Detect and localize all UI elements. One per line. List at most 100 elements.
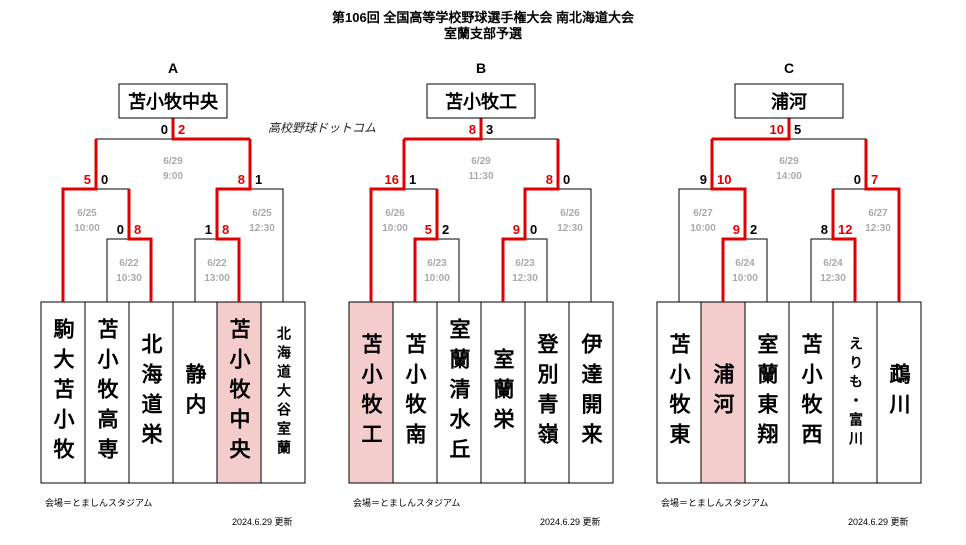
bracket-b-line-semi-l [370,188,438,302]
bracket-b-r1-score-left: 9 [513,222,520,237]
bracket-c-win-path [710,139,747,302]
bracket-a-team-name: 駒大苫小牧 [51,317,75,468]
bracket-c-team-name: 室蘭東翔 [755,332,779,453]
bracket-c-team-cell: 苫小牧東 [657,302,701,483]
bracket-c-champion-box [734,83,844,119]
bracket-b-team-cell: 苫小牧工 [349,302,393,483]
bracket-b-team-cell: 室蘭栄 [481,302,525,483]
bracket-a-r1-time: 13:00 [204,273,230,284]
bracket-b-line-semi-r [524,188,592,302]
bracket-b-r1-date: 6/23 [515,258,535,269]
bracket-b-champion-box [426,83,536,119]
bracket-b-team-box [480,301,526,484]
site-logo: 高校野球ドットコム [268,121,376,135]
bracket-c-semi-l-score-left: 9 [700,172,707,187]
bracket-a-final-date: 6/29 [163,156,183,167]
bracket-b-l1-time: 10:00 [424,273,450,284]
bracket-c-team-box [876,301,922,484]
bracket-a-team-cell: 北海道栄 [129,302,173,483]
venue-b: 会場＝とましんスタジアム [353,498,461,508]
bracket-b-win-path [369,139,406,302]
updated-c: 2024.6.29 更新 [848,517,909,527]
bracket-c-final-score-right: 5 [794,122,801,137]
bracket-a-semi-r-time: 12:30 [249,223,275,234]
bracket-c-line-r1 [810,238,856,302]
bracket-c-r1-date: 6/24 [823,258,843,269]
bracket-a-team-cell: 駒大苫小牧 [41,302,85,483]
bracket-c-r1-score-right: 12 [838,222,852,237]
bracket-a-r1-score-right: 8 [222,222,229,237]
bracket-a-semi-l-time: 10:00 [74,223,100,234]
bracket-b-team-box [524,301,570,484]
bracket-b-win-path-l1 [413,189,439,302]
bracket-b-semi-r-score-right: 0 [563,172,570,187]
bracket-a-semi-r-score-right: 1 [255,172,262,187]
page-title: 第106回 全国高等学校野球選手権大会 南北海道大会 [332,10,634,25]
bracket-b-semi-r-score-left: 8 [546,172,553,187]
bracket-b-l1-score-left: 5 [425,222,432,237]
bracket-b-final-score-right: 3 [486,122,493,137]
bracket-c-team-box [656,301,702,484]
bracket-c-final-date: 6/29 [779,156,799,167]
bracket-a-win-path-final [171,118,250,141]
bracket-b-team-cell: 苫小牧南 [393,302,437,483]
bracket-a-team-cell: 苫小牧中央 [217,302,261,483]
bracket-c-team-cell: 室蘭東翔 [745,302,789,483]
bracket-c-r1-time: 12:30 [820,273,846,284]
bracket-a-team-cell: 苫小牧高専 [85,302,129,483]
bracket-a-r1-score-left: 1 [205,222,212,237]
bracket-c-team-name: 苫小牧西 [799,332,823,453]
bracket-c-semi-r-time: 12:30 [865,223,891,234]
bracket-c-r1-score-left: 8 [821,222,828,237]
bracket-b-team-box [568,301,614,484]
bracket-a-final-score-left: 0 [161,122,168,137]
bracket-a-champion-name: 苫小牧中央 [128,91,219,112]
bracket-b-semi-l-score-right: 1 [409,172,416,187]
bracket-c-champion-name: 浦河 [771,91,807,112]
bracket-b-team-name: 室蘭栄 [491,347,515,438]
bracket-a-final-score-right: 2 [178,122,185,137]
bracket-a-semi-r-date: 6/25 [252,208,272,219]
page-subtitle: 室蘭支部予選 [443,26,522,41]
bracket-a-semi-l-date: 6/25 [77,208,97,219]
bracket-b-r1-time: 12:30 [512,273,538,284]
bracket-b-l1-date: 6/23 [427,258,447,269]
bracket-c-final-score-left: 10 [770,122,784,137]
bracket-a-semi-l-score-right: 0 [101,172,108,187]
bracket-c-team-name: えりも・富川 [847,335,863,450]
bracket-a-l1-time: 10:30 [116,273,142,284]
bracket-a-team-name: 苫小牧高専 [95,317,119,468]
bracket-c-team-name: 鵡川 [887,362,911,423]
bracket-b-team-cell: 室蘭清水丘 [437,302,481,483]
bracket-c-line-l1 [722,238,768,302]
bracket-b-team-name: 苫小牧南 [403,332,427,453]
bracket-b-block-label: B [476,60,486,76]
bracket-b-team-cell: 登別青嶺 [525,302,569,483]
bracket-c-l1-time: 10:00 [732,273,758,284]
bracket-a-team-box [40,301,86,484]
bracket-a-l1-score-right: 8 [134,222,141,237]
bracket-b-champion-name: 苫小牧工 [445,91,517,112]
bracket-c-line-semi-r [832,188,900,302]
bracket-a-line-l1 [106,238,152,302]
bracket-c-l1-date: 6/24 [735,258,755,269]
bracket-a-team-name: 苫小牧中央 [227,317,251,468]
bracket-a-block-label: A [168,60,178,76]
bracket-b-team-name: 伊達開来 [579,332,603,453]
bracket-c-semi-l-score-right: 10 [717,172,731,187]
bracket-c-semi-r-score-left: 0 [854,172,861,187]
bracket-a-team-cell: 静内 [173,302,217,483]
bracket-b-final-time: 11:30 [468,171,493,182]
bracket-c-l1-score-left: 9 [733,222,740,237]
bracket-b-r1-score-right: 0 [530,222,537,237]
bracket-a-line-semi-r [216,188,284,302]
bracket-b-final-date: 6/29 [471,156,491,167]
bracket-c-win-path-final [712,118,791,141]
bracket-a-line-semi-l [62,188,130,302]
bracket-b-semi-l-score-left: 16 [385,172,399,187]
bracket-b-line-r1 [502,238,548,302]
bracket-a-r1-date: 6/22 [207,258,227,269]
bracket-c-block-label: C [784,60,794,76]
bracket-c-win-path-r1 [831,189,857,302]
